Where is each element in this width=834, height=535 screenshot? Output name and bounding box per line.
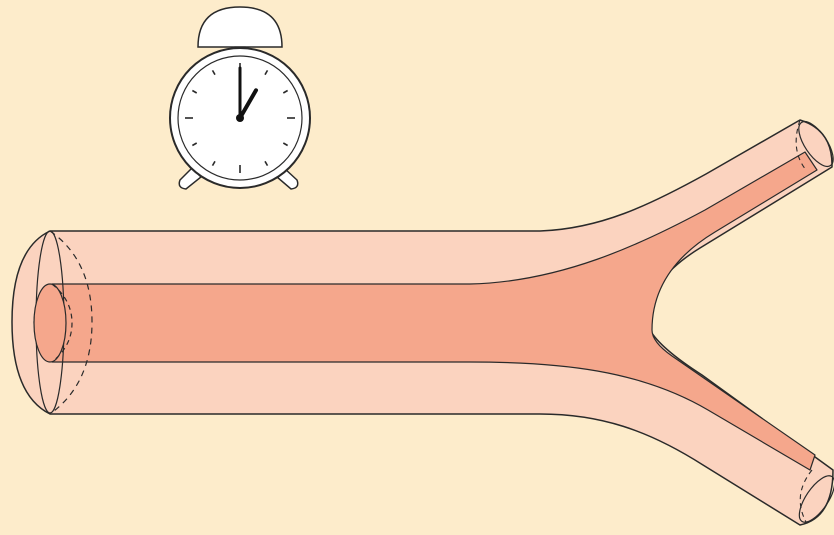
clock-bell <box>198 7 282 47</box>
clock-center-pin <box>236 114 244 122</box>
alarm-clock-icon <box>170 7 310 189</box>
vessel-left-opening-lumen <box>34 284 66 362</box>
bifurcating-blood-vessel <box>12 116 834 527</box>
